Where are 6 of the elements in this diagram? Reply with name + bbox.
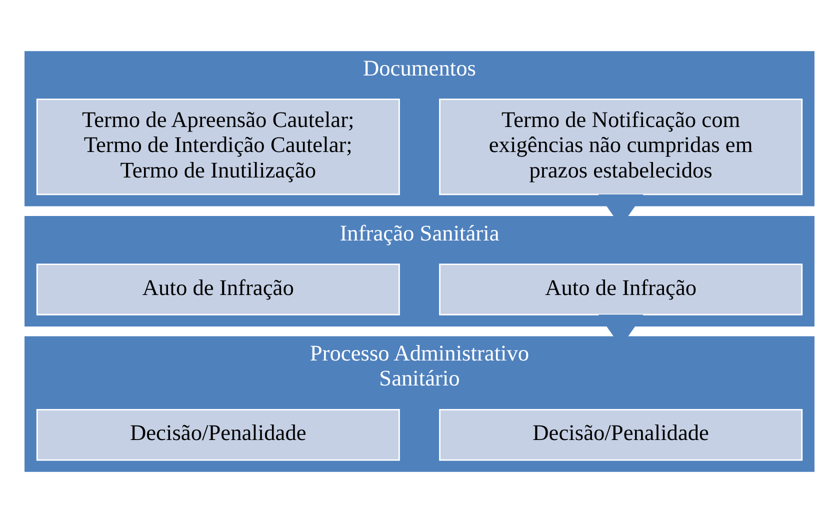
node-box: Termo de Notificação com exigências não cumpridas em prazos estabelecidos bbox=[439, 98, 803, 196]
node-box: Auto de Infração bbox=[439, 264, 803, 316]
node-box: Decisão/Penalidade bbox=[36, 409, 400, 461]
node-box: Decisão/Penalidade bbox=[439, 409, 803, 461]
node-box: Termo de Apreensão Cautelar; Termo de Interdição Cautelar; Termo de Inutilização bbox=[36, 98, 400, 196]
node-box: Auto de Infração bbox=[36, 264, 400, 316]
